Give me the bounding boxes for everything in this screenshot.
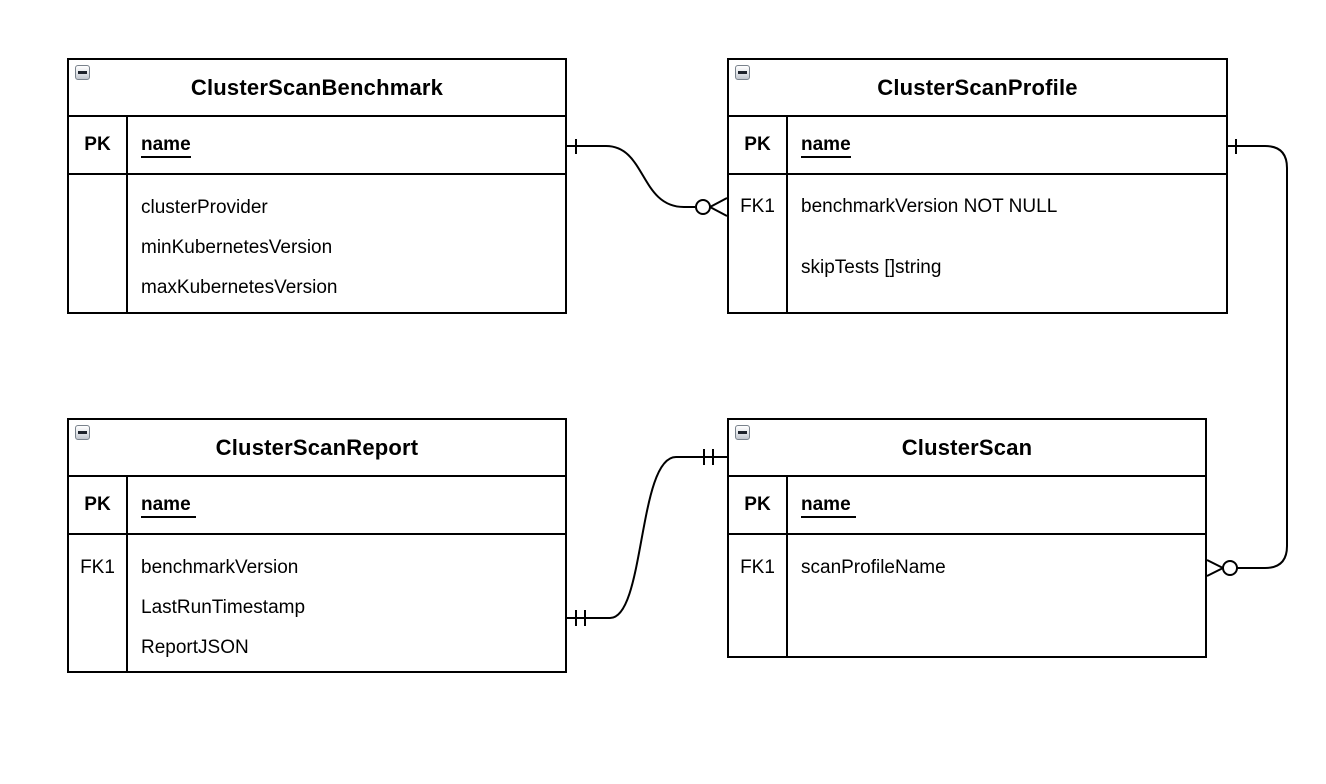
attribute: minKubernetesVersion [141,237,333,258]
entity-body: PK name FK1 benchmarkVersion NOT NULL sk… [729,117,1226,312]
pk-field-name: name [801,133,851,158]
collapse-button[interactable] [735,425,750,440]
minus-icon [78,71,87,74]
entity-body: PK name FK1 scanProfileName [729,477,1205,656]
edge-line[interactable] [567,145,695,208]
pk-label: PK [729,477,788,535]
entity-header: ClusterScanReport [69,420,565,477]
zero-or-many-circle [695,199,711,215]
entity-cluster-scan-profile[interactable]: ClusterScanProfile PK name FK1 benchmark… [727,58,1228,314]
attribute: skipTests []string [801,257,942,278]
pk-label: PK [69,117,128,175]
minus-icon [738,71,747,74]
entity-title: ClusterScanBenchmark [190,74,444,100]
pk-field-cell: name [128,117,565,175]
pk-label: PK [69,477,128,535]
pk-field-name: name [141,493,196,518]
collapse-button[interactable] [75,65,90,80]
relationship-report-scan[interactable] [567,449,729,626]
fk-label: FK1 [729,175,788,312]
attribute: scanProfileName [801,557,946,578]
relationship-benchmark-profile[interactable] [567,139,728,217]
entity-title: ClusterScan [901,434,1033,460]
attribute: clusterProvider [141,197,268,218]
attribute-list: benchmarkVersion LastRunTimestamp Report… [128,535,565,671]
pk-field-name: name [141,133,191,158]
entity-cluster-scan-report[interactable]: ClusterScanReport PK name FK1 benchmarkV… [67,418,567,673]
attribute: benchmarkVersion [141,557,299,578]
edge-line[interactable] [567,456,729,619]
pk-label: PK [729,117,788,175]
pk-field-name: name [801,493,856,518]
attribute: maxKubernetesVersion [141,277,338,298]
zero-or-many-crowfoot-icon [1206,559,1224,577]
attribute-list: scanProfileName [788,535,1205,656]
zero-or-many-crowfoot-icon [709,197,728,217]
fk-label [69,175,128,312]
entity-header: ClusterScanBenchmark [69,60,565,117]
entity-cluster-scan-benchmark[interactable]: ClusterScanBenchmark PK name clusterProv… [67,58,567,314]
pk-field-cell: name [788,477,1205,535]
entity-header: ClusterScanProfile [729,60,1226,117]
zero-or-many-circle [1222,560,1238,576]
collapse-button[interactable] [75,425,90,440]
entity-cluster-scan[interactable]: ClusterScan PK name FK1 scanProfileName [727,418,1207,658]
minus-icon [738,431,747,434]
attribute: benchmarkVersion NOT NULL [801,196,1058,217]
attribute-list: benchmarkVersion NOT NULL skipTests []st… [788,175,1226,312]
entity-body: PK name FK1 benchmarkVersion LastRunTime… [69,477,565,671]
minus-icon [78,431,87,434]
pk-field-cell: name [788,117,1226,175]
fk-label: FK1 [729,535,788,656]
edge-line[interactable] [1228,145,1288,569]
attribute-list: clusterProvider minKubernetesVersion max… [128,175,565,312]
attribute: ReportJSON [141,637,249,658]
collapse-button[interactable] [735,65,750,80]
entity-title: ClusterScanReport [215,434,419,460]
entity-header: ClusterScan [729,420,1205,477]
entity-body: PK name clusterProvider minKubernetesVer… [69,117,565,312]
entity-title: ClusterScanProfile [877,74,1078,100]
fk-label: FK1 [69,535,128,671]
attribute: LastRunTimestamp [141,597,306,618]
pk-field-cell: name [128,477,565,535]
